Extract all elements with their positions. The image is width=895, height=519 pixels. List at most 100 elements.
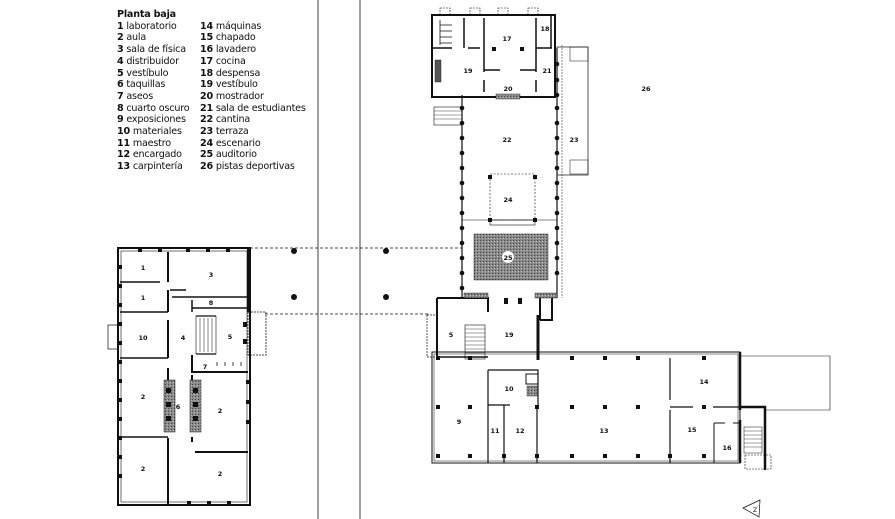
- legend-item-label: mostrador: [215, 90, 264, 102]
- legend-item-label: escenario: [215, 137, 261, 149]
- legend-item-number: 7: [117, 90, 124, 102]
- room-label: 13: [599, 427, 608, 435]
- legend-item-label: cantina: [215, 114, 251, 126]
- room-label: 1: [141, 294, 146, 302]
- legend-item: 19 vestíbulo: [200, 79, 310, 91]
- legend-item-number: 19: [200, 79, 213, 91]
- legend-item-number: 25: [200, 149, 213, 161]
- legend-item-number: 17: [200, 55, 213, 67]
- legend-item: 13 carpintería: [117, 161, 200, 173]
- legend-item-label: cuarto oscuro: [126, 102, 190, 114]
- room-label: 2: [218, 470, 223, 478]
- legend-item-number: 8: [117, 102, 124, 114]
- room-label: 2: [141, 465, 146, 473]
- legend-item: 1 laboratorio: [117, 21, 200, 33]
- legend-item: 3 sala de física: [117, 44, 200, 56]
- legend-item: 20 mostrador: [200, 91, 310, 103]
- legend-item: 2 aula: [117, 32, 200, 44]
- legend-item-label: aseos: [126, 90, 153, 102]
- legend-item-number: 11: [117, 137, 130, 149]
- room-label: 14: [699, 378, 709, 386]
- legend-item: 12 encargado: [117, 149, 200, 161]
- legend-item: 11 maestro: [117, 138, 200, 150]
- legend-item-number: 1: [117, 20, 124, 32]
- legend-item-number: 20: [200, 90, 213, 102]
- room-label: 26: [641, 85, 651, 93]
- room-label: 5: [449, 331, 454, 339]
- legend-item: 5 vestíbulo: [117, 68, 200, 80]
- legend-item-label: auditorio: [215, 149, 257, 161]
- room-label: 25: [503, 254, 513, 262]
- legend-item: 4 distribuidor: [117, 56, 200, 68]
- legend-item-number: 2: [117, 32, 124, 44]
- canteen-wing: [431, 7, 589, 298]
- legend-item-number: 24: [200, 137, 213, 149]
- room-label: 16: [722, 444, 732, 452]
- classroom-wing: [107, 247, 267, 506]
- legend-item-label: distribuidor: [126, 55, 179, 67]
- room-label: 10: [138, 334, 148, 342]
- room-label: 10: [504, 385, 514, 393]
- legend-item-number: 18: [200, 67, 213, 79]
- covered-walkway: [250, 247, 462, 315]
- legend-item-label: cocina: [215, 55, 246, 67]
- legend-item-number: 21: [200, 102, 213, 114]
- legend-item-label: chapado: [215, 32, 256, 44]
- legend-item: 26 pistas deportivas: [200, 161, 310, 173]
- legend-item-number: 14: [200, 20, 213, 32]
- room-label: 4: [181, 334, 186, 342]
- legend-item: 22 cantina: [200, 114, 310, 126]
- room-label: 6: [176, 403, 181, 411]
- room-label: 22: [502, 136, 511, 144]
- legend-item: 7 aseos: [117, 91, 200, 103]
- legend-item-number: 5: [117, 67, 124, 79]
- legend-item-label: pistas deportivas: [215, 161, 295, 173]
- legend-item: 15 chapado: [200, 32, 310, 44]
- legend-item-number: 3: [117, 44, 124, 56]
- legend-item-number: 9: [117, 114, 124, 126]
- legend-item: 17 cocina: [200, 56, 310, 68]
- legend-item: 25 auditorio: [200, 149, 310, 161]
- legend-title: Planta baja: [117, 9, 176, 20]
- legend-item-label: vestíbulo: [215, 79, 258, 91]
- legend-item: 9 exposiciones: [117, 114, 200, 126]
- legend-item-label: lavadero: [215, 44, 256, 56]
- workshop-wing: [426, 292, 831, 470]
- room-label: 23: [569, 136, 578, 144]
- legend-item-label: sala de física: [126, 44, 186, 56]
- room-label: 9: [457, 418, 462, 426]
- legend-item-number: 12: [117, 149, 130, 161]
- room-label: 19: [463, 67, 473, 75]
- room-label: 21: [542, 67, 552, 75]
- legend-item-label: sala de estudiantes: [215, 102, 306, 114]
- legend-item: 23 terraza: [200, 126, 310, 138]
- north-arrow-label: Z: [753, 507, 757, 514]
- legend-item-label: encargado: [132, 149, 182, 161]
- legend-item-number: 13: [117, 161, 130, 173]
- walkway-columns: [291, 248, 389, 300]
- room-label: 17: [502, 35, 511, 43]
- room-label: 20: [503, 85, 513, 93]
- legend-item: 18 despensa: [200, 68, 310, 80]
- room-label: 5: [228, 333, 233, 341]
- legend-item-label: terraza: [215, 126, 249, 138]
- legend-item-label: materiales: [132, 126, 182, 138]
- room-label: 15: [687, 426, 697, 434]
- legend-item-label: carpintería: [132, 161, 183, 173]
- room-label: 1: [141, 264, 146, 272]
- legend-item: 21 sala de estudiantes: [200, 103, 310, 115]
- room-label: 7: [203, 363, 208, 371]
- room-label: 2: [218, 407, 223, 415]
- legend-item: 10 materiales: [117, 126, 200, 138]
- legend-item-label: taquillas: [126, 79, 166, 91]
- room-label: 2: [141, 393, 146, 401]
- room-labels: 1 1 3 8 10 4 5 7 2 6 2 2 2 17 18 19 21 2…: [138, 25, 757, 514]
- legend-item-number: 15: [200, 32, 213, 44]
- legend-item-number: 26: [200, 161, 213, 173]
- room-label: 3: [209, 271, 214, 279]
- room-label: 12: [515, 427, 524, 435]
- legend-item-label: exposiciones: [126, 114, 186, 126]
